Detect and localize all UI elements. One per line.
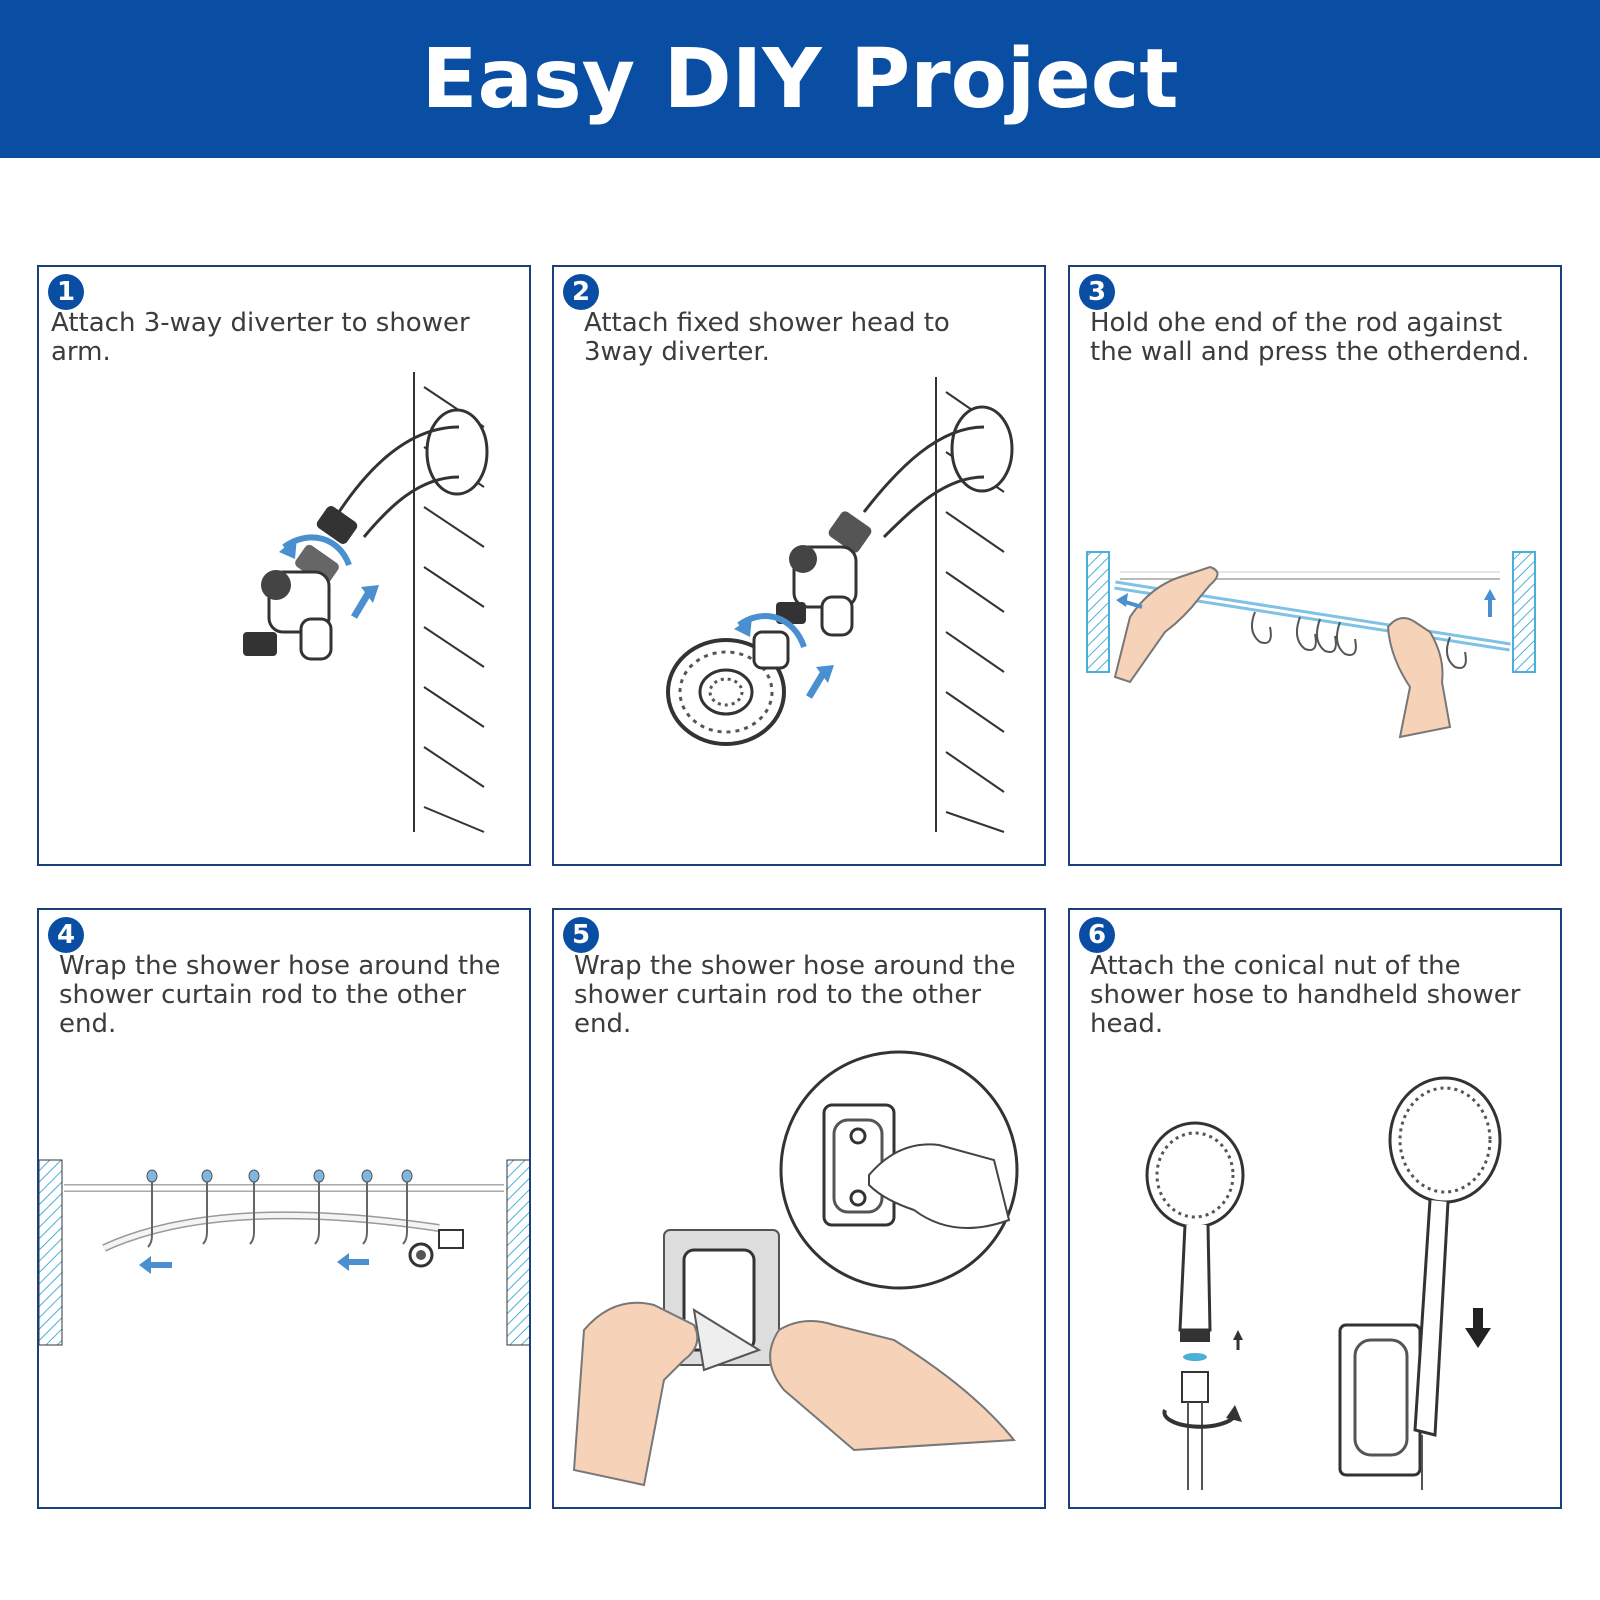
step-panel-3: 3 Hold ohe end of the rod against the wa… <box>1068 265 1562 866</box>
step-caption: Attach 3-way diverter to shower arm. <box>51 308 470 367</box>
step-caption: Wrap the shower hose around the shower c… <box>59 951 501 1039</box>
step-panel-1: 1 Attach 3-way diverter to shower arm. <box>37 265 531 866</box>
step-number-badge: 2 <box>563 274 599 310</box>
step-number-badge: 6 <box>1079 917 1115 953</box>
step-panel-4: 4 Wrap the shower hose around the shower… <box>37 908 531 1509</box>
step-caption: Hold ohe end of the rod against the wall… <box>1090 308 1530 367</box>
step-number-badge: 3 <box>1079 274 1115 310</box>
tension-rod-illustration <box>1086 551 1536 739</box>
step-number-badge: 1 <box>48 274 84 310</box>
step-caption: Wrap the shower hose around the shower c… <box>574 951 1016 1039</box>
step-panel-2: 2 Attach fixed shower head to 3way diver… <box>552 265 1046 866</box>
fixed-head-install-illustration <box>666 377 1014 833</box>
adhesive-mount-illustration <box>572 1050 1019 1487</box>
hose-wrap-illustration <box>39 1159 529 1346</box>
step-number-badge: 5 <box>563 917 599 953</box>
header-banner: Easy DIY Project <box>0 0 1600 158</box>
step-number-badge: 4 <box>48 917 84 953</box>
step-caption: Attach the conical nut of the shower hos… <box>1090 951 1521 1039</box>
step-caption: Attach fixed shower head to 3way diverte… <box>584 308 950 367</box>
step-panel-5: 5 Wrap the shower hose around the shower… <box>552 908 1046 1509</box>
diverter-install-illustration <box>243 372 489 833</box>
handheld-head-illustration <box>1145 1076 1502 1490</box>
step-panel-6: 6 Attach the conical nut of the shower h… <box>1068 908 1562 1509</box>
page-title: Easy DIY Project <box>421 31 1179 127</box>
